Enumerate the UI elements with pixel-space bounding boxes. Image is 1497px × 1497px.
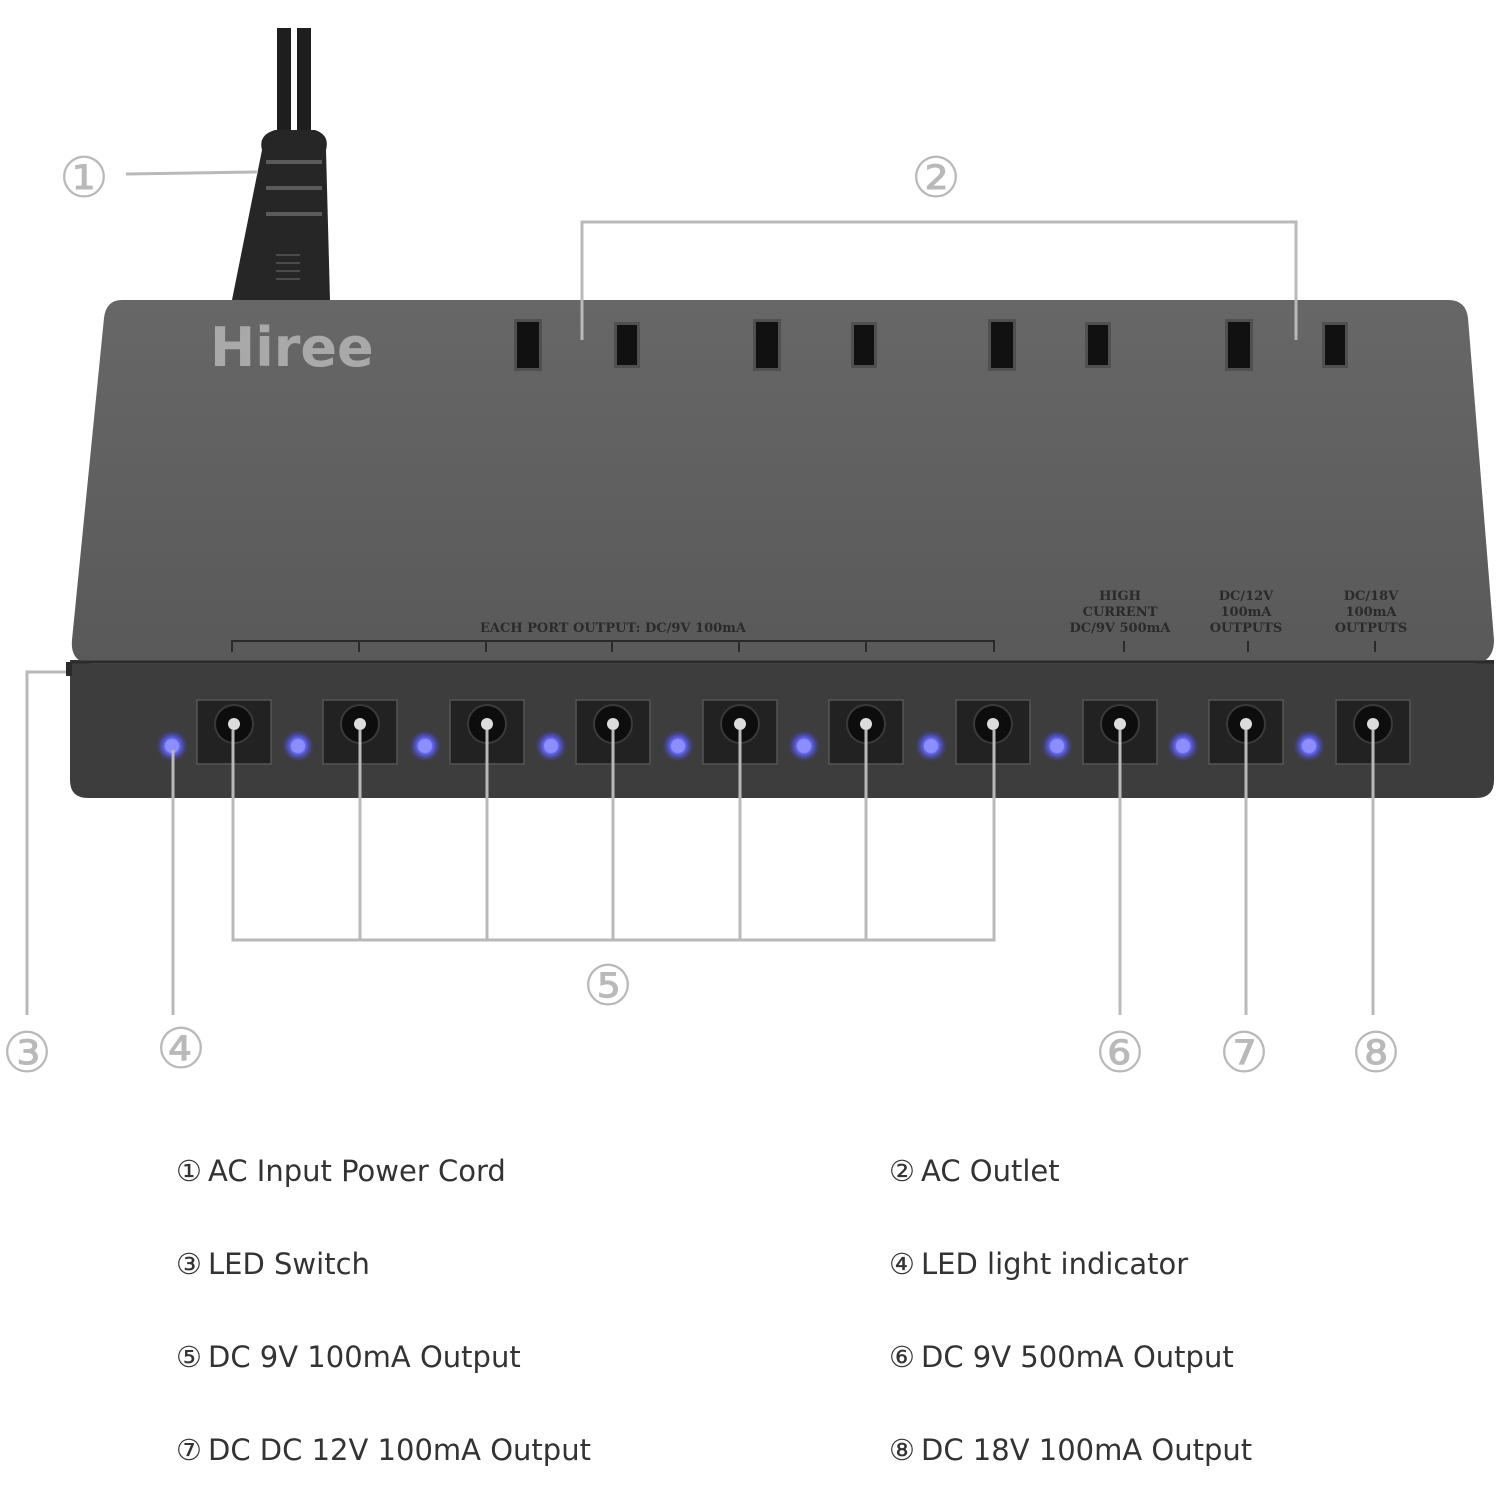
label-line: OUTPUTS <box>1335 621 1408 636</box>
led-dot <box>924 739 938 753</box>
legend-text: AC Input Power Cord <box>208 1154 506 1188</box>
led-dot <box>165 739 179 753</box>
legend-text: DC 9V 100mA Output <box>208 1340 521 1374</box>
ac-outlets <box>514 319 1348 371</box>
callout-8: ⑧ <box>1351 1021 1401 1086</box>
led-dot <box>1050 739 1064 753</box>
ac-outlet-slot <box>1228 322 1250 368</box>
legend-text: DC DC 12V 100mA Output <box>208 1433 591 1467</box>
brand-logo: Hiree <box>210 316 374 379</box>
dc-jack-pin <box>354 718 366 730</box>
legend-number: ⑧ <box>889 1433 915 1467</box>
ac-outlet-slot <box>991 322 1013 368</box>
led-dot <box>291 739 305 753</box>
power-supply-body <box>66 300 1494 798</box>
legend-text: LED Switch <box>208 1247 370 1281</box>
label-line: DC/9V 500mA <box>1069 621 1171 636</box>
callout-4: ④ <box>156 1017 206 1082</box>
ac-outlet-slot <box>1325 325 1345 365</box>
led-dot <box>544 739 558 753</box>
label-line: DC/12V <box>1219 589 1274 604</box>
label-line: 100mA <box>1221 605 1273 620</box>
ac-outlet-slot <box>517 322 539 368</box>
led-indicators <box>156 730 1325 762</box>
legend-number: ④ <box>889 1247 915 1281</box>
label-line: OUTPUTS <box>1210 621 1283 636</box>
port-group-bracket <box>231 640 1376 652</box>
callout-6: ⑥ <box>1095 1021 1145 1086</box>
led-dot <box>797 739 811 753</box>
callout-2: ② <box>911 146 961 211</box>
legend-text: LED light indicator <box>921 1247 1189 1281</box>
ac-outlet-slot <box>1088 325 1108 365</box>
label-line: HIGH <box>1099 589 1141 604</box>
legend-text: AC Outlet <box>921 1154 1060 1188</box>
dc-jack-pin <box>481 718 493 730</box>
legend-number: ⑥ <box>889 1340 915 1374</box>
dc-jack-pin <box>734 718 746 730</box>
dc-jack-pin <box>607 718 619 730</box>
led-dot <box>1302 739 1316 753</box>
callout-7: ⑦ <box>1219 1021 1269 1086</box>
ac-outlet-slot <box>756 322 778 368</box>
callout-3: ③ <box>2 1021 52 1086</box>
led-dot <box>1176 739 1190 753</box>
legend-number: ① <box>176 1154 202 1188</box>
dc-jack-pin <box>860 718 872 730</box>
dc-jack-pin <box>1367 718 1379 730</box>
label-line: CURRENT <box>1083 605 1158 620</box>
led-dot <box>418 739 432 753</box>
dc-jack-pin <box>987 718 999 730</box>
ac-outlet-slot <box>617 325 637 365</box>
led-dot <box>671 739 685 753</box>
dc-jack-pin <box>228 718 240 730</box>
legend-number: ⑤ <box>176 1340 202 1374</box>
label-line: DC/18V <box>1344 589 1399 604</box>
legend-number: ② <box>889 1154 915 1188</box>
legend-number: ⑦ <box>176 1433 202 1467</box>
dc-jack-pin <box>1114 718 1126 730</box>
ac-outlet-slot <box>854 325 874 365</box>
callout-lines <box>25 170 1375 1015</box>
label-line: 100mA <box>1346 605 1398 620</box>
power-cord <box>232 28 330 300</box>
callout-5: ⑤ <box>583 954 633 1019</box>
led-switch[interactable] <box>66 662 72 676</box>
callout-1: ① <box>59 146 109 211</box>
dc-jack-pin <box>1240 718 1252 730</box>
legend-text: DC 18V 100mA Output <box>921 1433 1253 1467</box>
device-diagram: Hiree EACH PORT OUTPUT: DC/9V 100mA HIGH… <box>2 28 1494 1086</box>
legend-number: ③ <box>176 1247 202 1281</box>
label-each-port-output: EACH PORT OUTPUT: DC/9V 100mA <box>480 621 747 636</box>
legend-text: DC 9V 500mA Output <box>921 1340 1234 1374</box>
